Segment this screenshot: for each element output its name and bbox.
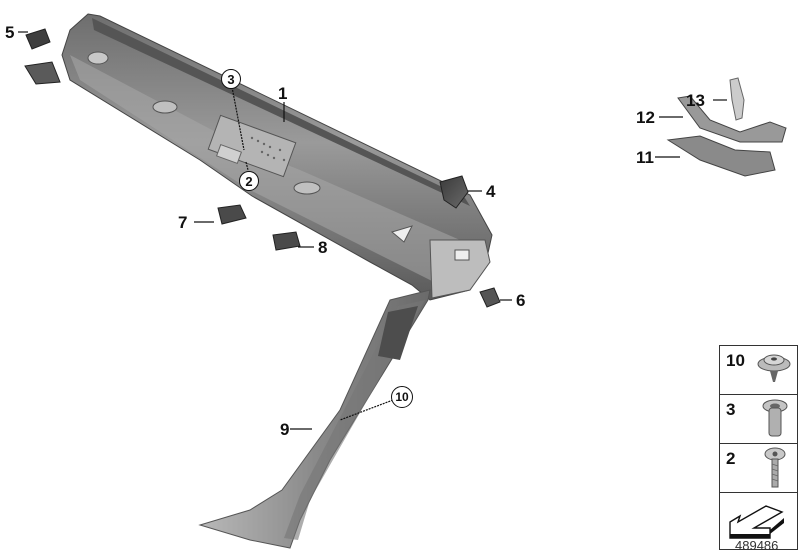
callout-3: 3 [221, 69, 241, 89]
image-number: 489486 [735, 538, 779, 553]
legend-number: 10 [726, 351, 745, 370]
callout-7: 7 [178, 213, 188, 232]
direction-arrow-icon [729, 505, 784, 539]
sleeve-nut-icon [762, 399, 788, 437]
callout-6: 6 [516, 291, 526, 310]
roof-trim-panel [61, 13, 493, 301]
part-4-cap [439, 175, 469, 209]
callout-8: 8 [318, 238, 328, 257]
legend-number: 3 [726, 400, 736, 419]
callout-5: 5 [5, 23, 15, 42]
fastener-legend: 10 3 2 [719, 345, 798, 550]
clip-icon [757, 354, 791, 382]
callout-10: 10 [391, 386, 413, 408]
legend-item-clip: 10 [720, 346, 797, 395]
callout-2: 2 [239, 171, 259, 191]
part-7-light [217, 204, 247, 225]
legend-item-direction [720, 493, 797, 549]
part-5-cover [24, 28, 61, 85]
callout-1: 1 [278, 84, 288, 103]
legend-item-screw: 2 [720, 444, 797, 493]
callout-13: 13 [686, 91, 705, 110]
leader-lines [18, 31, 727, 430]
parts-11-13-group [666, 77, 787, 177]
legend-number: 2 [726, 449, 736, 468]
callout-11: 11 [636, 148, 654, 167]
screw-icon [764, 447, 786, 488]
callout-4: 4 [486, 182, 496, 201]
callout-9: 9 [280, 420, 290, 439]
part-8-light [272, 231, 301, 251]
legend-item-sleeve-nut: 3 [720, 395, 797, 444]
part-6-clip [479, 287, 501, 308]
pillar-trim [198, 289, 431, 549]
callout-12: 12 [636, 108, 655, 127]
